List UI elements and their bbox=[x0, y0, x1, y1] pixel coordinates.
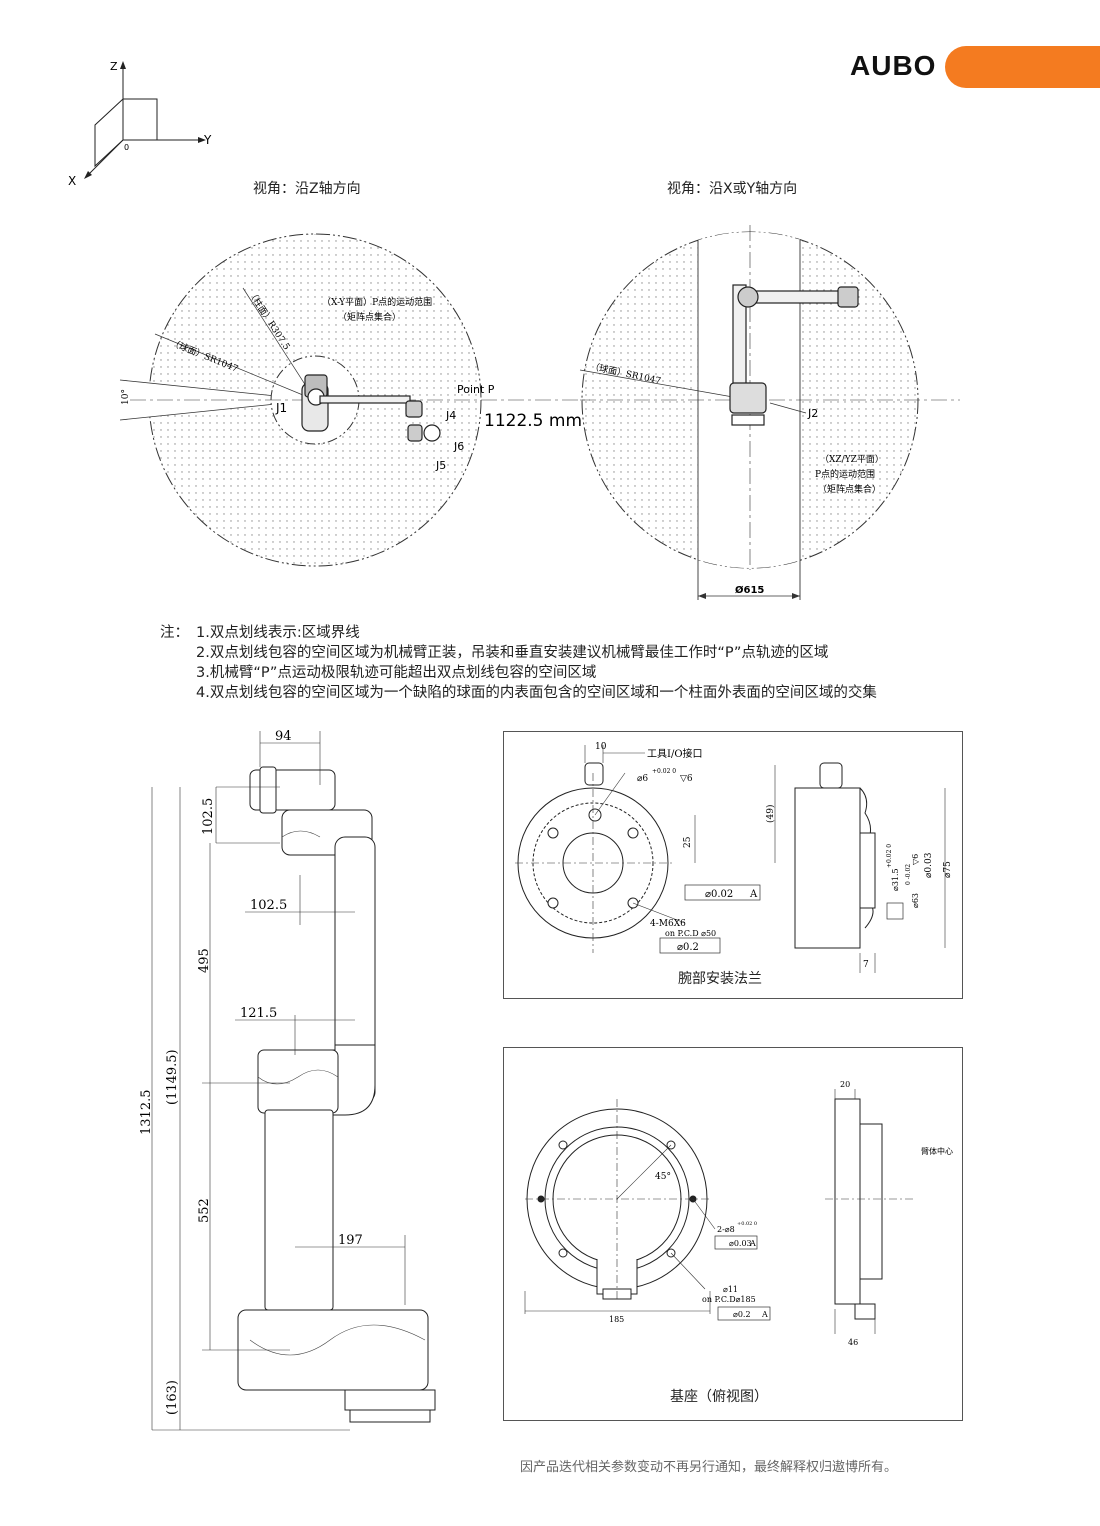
axis-x-label: X bbox=[68, 174, 76, 188]
dim-102-5-vertical: 102.5 bbox=[201, 798, 216, 835]
flange-hole-tol: +0.02 0 bbox=[652, 768, 676, 775]
view-z-j1: J1 bbox=[275, 401, 287, 415]
view-z-reach: 1122.5 mm bbox=[484, 411, 582, 431]
coordinate-axes: Z Y X 0 bbox=[68, 60, 212, 188]
flange-pcd: on P.C.D ⌀50 bbox=[665, 929, 716, 938]
view-xy-region-line3: （矩阵点集合） bbox=[818, 483, 881, 495]
view-z-j6: J6 bbox=[453, 440, 464, 453]
dim-1149-5: (1149.5) bbox=[165, 1049, 180, 1105]
robot-side-view bbox=[729, 284, 859, 426]
view-xy-j2: J2 bbox=[807, 407, 818, 420]
dim-495: 495 bbox=[197, 948, 212, 973]
view-z-region-line1: （X-Y平面）P点的运动范围 bbox=[322, 296, 432, 308]
flange-caption: 腕部安装法兰 bbox=[678, 971, 762, 987]
flange-d63: ⌀63 bbox=[911, 893, 920, 908]
flange-io-label: 工具I/O接口 bbox=[647, 747, 703, 760]
base-datum2: A bbox=[761, 1310, 768, 1319]
base-tol2: ⌀0.2 bbox=[733, 1310, 751, 1319]
flange-d10: 10 bbox=[595, 742, 607, 752]
dim-552: 552 bbox=[197, 1198, 212, 1223]
dim-197: 197 bbox=[338, 1233, 363, 1248]
dim-102-5-horizontal: 102.5 bbox=[250, 898, 287, 913]
dim-94: 94 bbox=[275, 729, 292, 744]
view-xy-region-line1: （XZ/YZ平面） bbox=[820, 454, 884, 465]
flange-d31-5: ⌀31.5 bbox=[891, 868, 900, 891]
base-pcd: on P.C.D⌀185 bbox=[702, 1295, 756, 1304]
brand-logo: AUBO bbox=[850, 50, 937, 81]
view-z-angle: 10° bbox=[121, 389, 131, 405]
robot-top-view bbox=[301, 374, 441, 442]
dim-163: (163) bbox=[165, 1380, 180, 1415]
note-2: 2.双点划线包容的空间区域为机械臂正装，吊装和垂直安装建议机械臂最佳工作时“P”… bbox=[196, 645, 829, 661]
base-caption: 基座（俯视图） bbox=[670, 1389, 768, 1405]
dim-121-5: 121.5 bbox=[240, 1006, 277, 1021]
base-pins: 2-⌀8 bbox=[717, 1225, 735, 1234]
note-1: 1.双点划线表示:区域界线 bbox=[196, 625, 360, 641]
workspace-view-z: （球面）SR1047 （柱面）R307.5 （X-Y平面）P点的运动范围 （矩阵… bbox=[119, 233, 590, 567]
base-tol1: ⌀0.03 bbox=[729, 1239, 752, 1248]
arm-body bbox=[237, 766, 436, 1423]
view-z-j4: J4 bbox=[445, 409, 456, 422]
flange-hole: ⌀6 bbox=[637, 774, 648, 784]
base-d185: 185 bbox=[609, 1315, 624, 1324]
axis-z-label: Z bbox=[110, 60, 118, 73]
notes-block: 注： 1.双点划线表示:区域界线 2.双点划线包容的空间区域为机械臂正装，吊装和垂… bbox=[160, 623, 877, 703]
axis-y-label: Y bbox=[203, 133, 212, 147]
view-xy-dia: Ø615 bbox=[735, 584, 764, 596]
brand-accent-tab bbox=[945, 46, 1100, 88]
flange-d25: 25 bbox=[683, 836, 693, 848]
flange-tol1: ⌀0.02 bbox=[705, 889, 733, 900]
view-z-title: 视角：沿Z轴方向 bbox=[253, 181, 361, 197]
notes-lead: 注： bbox=[160, 625, 189, 641]
flange-datum: A bbox=[749, 889, 758, 900]
base-angle: 45° bbox=[655, 1172, 671, 1182]
base-d20: 20 bbox=[840, 1080, 850, 1089]
flange-screws: 4-M6X6 bbox=[650, 919, 686, 929]
dimension-lines bbox=[151, 731, 406, 1431]
base-datum1: A bbox=[749, 1239, 756, 1248]
footer-disclaimer: 因产品迭代相关参数变动不再另行通知，最终解释权归遨博所有。 bbox=[520, 1460, 898, 1475]
view-xy-region-line2: P点的运动范围 bbox=[815, 468, 875, 480]
base-pins-tol: +0.02 0 bbox=[737, 1221, 757, 1227]
workspace-view-xy: （球面）SR1047 J2 （XZ/YZ平面） P点的运动范围 （矩阵点集合） … bbox=[579, 225, 960, 600]
base-d46: 46 bbox=[848, 1338, 858, 1347]
arm-dimension-drawing: 94 102.5 495 552 (1149.5) 1312.5 (163) 1… bbox=[139, 729, 436, 1431]
flange-d7: 7 bbox=[863, 960, 869, 970]
flange-tol2: ⌀0.2 bbox=[677, 942, 699, 953]
flange-d49: (49) bbox=[765, 805, 776, 823]
flange-d75: ⌀75 bbox=[943, 861, 953, 878]
base-drawing: 45° 2-⌀8 +0.02 0 ⌀0.03 A ⌀11 on P.C.D⌀18… bbox=[524, 1080, 953, 1347]
flange-d63-tol: 0 -0.02 bbox=[905, 864, 912, 885]
dim-1312-5: 1312.5 bbox=[139, 1090, 154, 1136]
base-center-label: 臂体中心 bbox=[921, 1146, 953, 1156]
flange-hole-depth: ▽6 bbox=[680, 774, 693, 784]
flange-drawing: 10 工具I/O接口 ⌀6 +0.02 0 ▽6 25 ⌀0.02 A 4-M6… bbox=[515, 742, 953, 973]
base-hole: ⌀11 bbox=[723, 1285, 738, 1294]
flange-tol3: ⌀0.03 bbox=[924, 852, 934, 878]
axis-origin-label: 0 bbox=[124, 143, 129, 152]
view-xy-title: 视角：沿X或Y轴方向 bbox=[667, 181, 798, 197]
flange-d63-depth: ▽6 bbox=[911, 854, 920, 865]
note-3: 3.机械臂“P”点运动极限轨迹可能超出双点划线包容的空间区域 bbox=[196, 665, 597, 681]
view-z-j5: J5 bbox=[435, 459, 446, 472]
view-z-region-line2: （矩阵点集合） bbox=[338, 311, 401, 323]
view-z-point-p: Point P bbox=[457, 383, 495, 396]
flange-d31-5-tol: +0.02 0 bbox=[886, 844, 893, 868]
note-4: 4.双点划线包容的空间区域为一个缺陷的球面的内表面包含的空间区域和一个柱面外表面… bbox=[196, 685, 877, 701]
